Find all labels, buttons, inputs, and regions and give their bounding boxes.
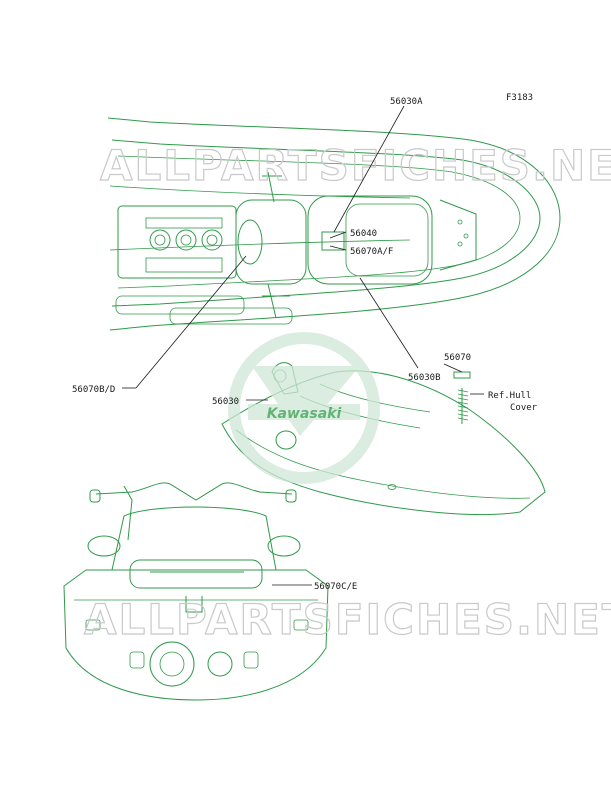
engine-block — [145, 217, 223, 273]
callout-56030: 56030 — [212, 397, 239, 407]
callout-56040: 56040 — [350, 229, 377, 239]
label-56040-mark — [321, 231, 345, 251]
hull-top-view — [107, 117, 561, 331]
callout-ref-hull: Ref.Hull — [488, 391, 531, 401]
callout-56030a: 56030A — [390, 97, 423, 107]
figure-id: F3183 — [506, 93, 533, 103]
watermark-bottom: ALLPARTSFICHES.NET — [84, 595, 611, 644]
watermark-top: ALLPARTSFICHES.NET — [100, 141, 611, 190]
decal-56070-side — [453, 371, 471, 424]
callout-56070ce: 56070C/E — [314, 582, 357, 592]
kawasaki-logo-text: Kawasaki — [267, 406, 342, 422]
callout-56030b: 56030B — [408, 373, 441, 383]
callout-ref-cover: Cover — [510, 403, 538, 413]
callout-56070: 56070 — [444, 353, 471, 363]
callout-56070bd: 56070B/D — [72, 385, 115, 395]
callout-labels: 56030A 56040 56070A/F 56030B 56070B/D 56… — [72, 97, 538, 592]
callout-56070af: 56070A/F — [350, 247, 393, 257]
kawasaki-logo: Kawasaki — [228, 332, 380, 484]
leader-lines — [122, 105, 484, 586]
hull-rear-view — [63, 482, 329, 701]
